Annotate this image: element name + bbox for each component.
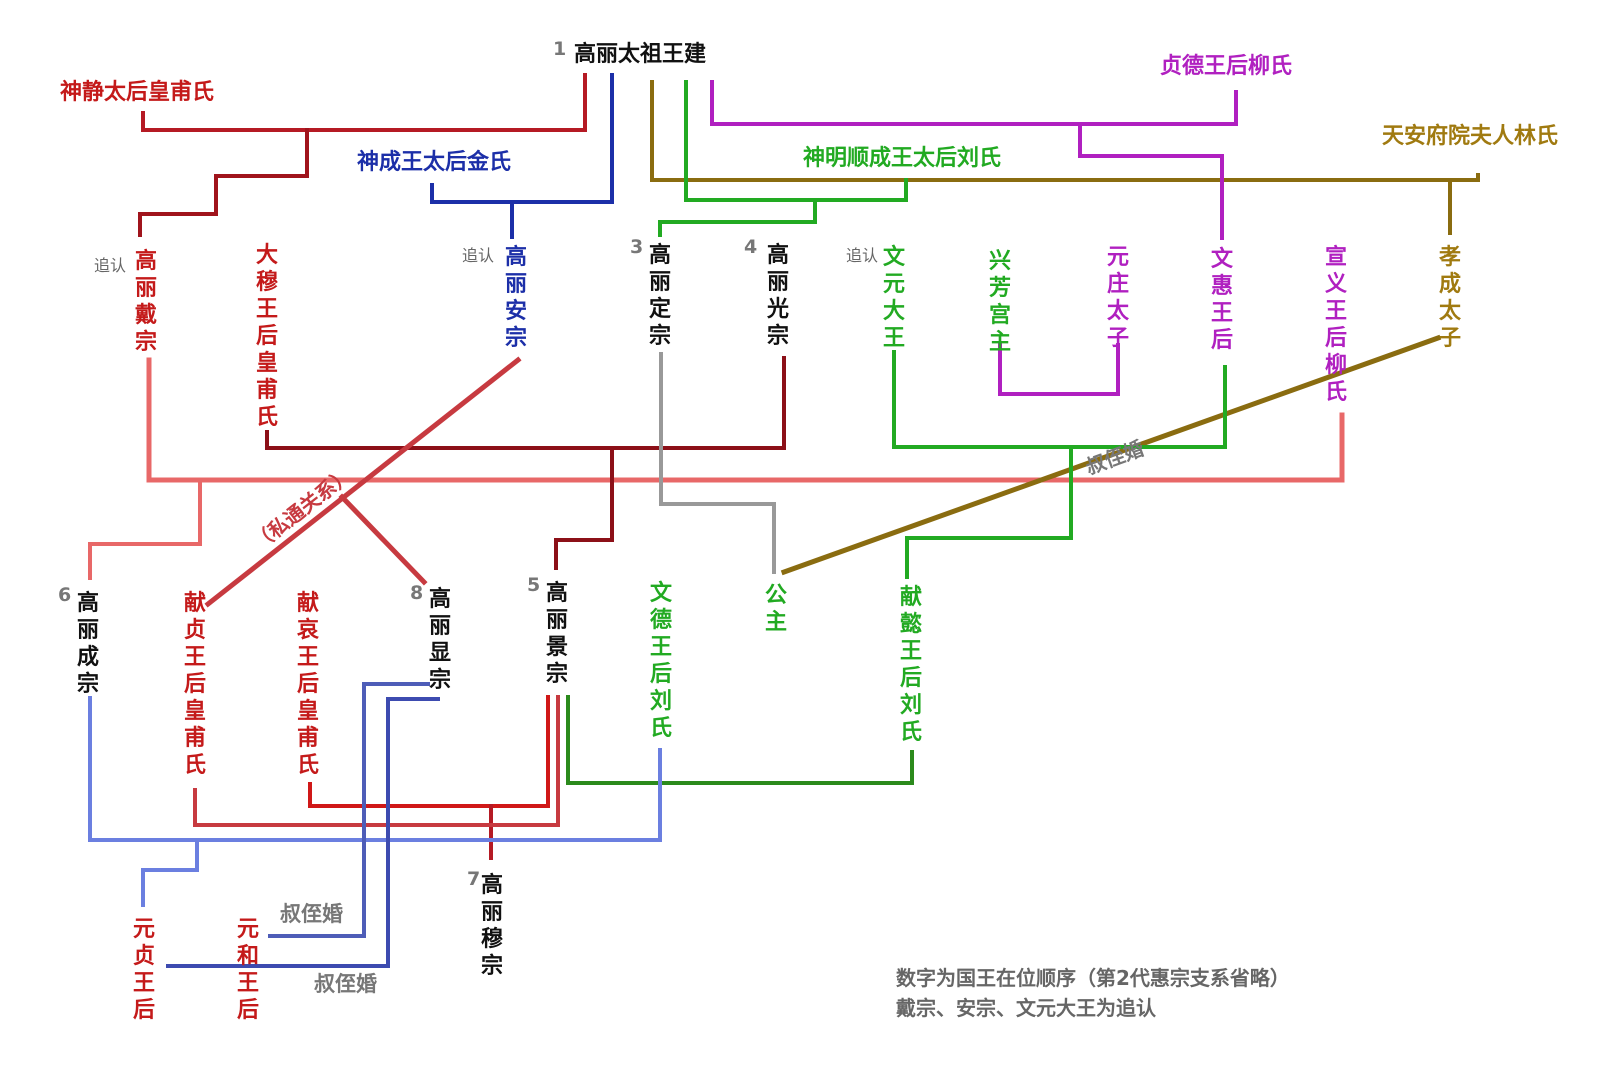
shencheng-marriage-line [430, 73, 614, 204]
uncle-niece-tag-yuanhe: 叔侄婚 [280, 902, 343, 926]
reign-number-taizu: 1 [553, 38, 567, 60]
xiaocheng-gongzhu-line [780, 334, 1442, 576]
footnote-line-2: 戴宗、安宗、文元大王为追认 [896, 996, 1156, 1020]
daizong-label: 高丽戴宗 [134, 249, 157, 355]
xianyi-label: 献懿王后刘氏 [899, 585, 922, 745]
uncle-niece-tag-yuanzhen: 叔侄婚 [314, 972, 377, 996]
jingzong-xianyi-line [566, 695, 914, 785]
wenyuan-label: 文元大王 [882, 245, 905, 351]
reign-number-dingzong: 3 [630, 236, 644, 258]
daizong-xuanyi-line [146, 357, 1345, 483]
jingzong-xianzhen-line [193, 695, 560, 827]
shencheng-label: 神成王太后金氏 [357, 150, 512, 175]
shenming-marriage-line [684, 80, 908, 202]
reign-number-xianzong: 8 [410, 582, 424, 604]
gongzhu-label: 公主 [764, 583, 787, 635]
xuanyi-label: 宣义王后柳氏 [1324, 245, 1347, 405]
chengzong-children-line [141, 838, 199, 907]
jingzong-xianai-line [308, 695, 550, 808]
zhende-children-line [1078, 122, 1224, 240]
anzong-label: 高丽安宗 [504, 245, 527, 351]
reign-number-jingzong: 5 [527, 574, 541, 596]
guangzong-damu-line [265, 356, 786, 450]
yuanhe-label: 元和王后 [236, 917, 259, 1023]
wenhui-label: 文惠王后 [1210, 247, 1233, 353]
zhende-label: 贞德王后柳氏 [1160, 54, 1293, 79]
xianai-label: 献哀王后皇甫氏 [296, 591, 319, 778]
shenming-children-line [658, 198, 817, 237]
daizong-children-line [88, 478, 202, 580]
jingzong-label: 高丽景宗 [545, 581, 568, 687]
xianzhen-label: 献贞王后皇甫氏 [183, 591, 206, 778]
zhuiren-tag-wenyuan: 追认 [846, 246, 879, 265]
guangzong-label: 高丽光宗 [766, 243, 789, 349]
yuanzhuang-label: 元庄太子 [1106, 245, 1129, 351]
private-child-line [338, 493, 428, 586]
reign-number-guangzong: 4 [744, 236, 758, 258]
xianzong-yuanzhen-line [166, 697, 440, 968]
xianzong-yuanhe-line [268, 682, 430, 938]
xianzong-label: 高丽显宗 [428, 587, 451, 693]
xingfang-label: 兴芳宫主 [988, 249, 1011, 355]
reign-number-muzong: 7 [467, 868, 481, 890]
shenjing-marriage-line [141, 73, 587, 132]
shenjing-children-line [138, 128, 309, 237]
wenyuan-child-line [905, 445, 1073, 579]
damu-label: 大穆王后皇甫氏 [255, 243, 278, 430]
dingzong-label: 高丽定宗 [648, 243, 671, 349]
xiaocheng-label: 孝成太子 [1438, 245, 1461, 351]
chengzong-label: 高丽成宗 [76, 591, 99, 697]
zhuiren-tag-anzong: 追认 [462, 246, 495, 265]
wende-label: 文德王后刘氏 [649, 581, 672, 741]
footnote-line-1: 数字为国王在位顺序（第2代惠宗支系省略） [896, 966, 1290, 990]
zhende-marriage-line [710, 80, 1238, 126]
yuanzhen-label: 元贞王后 [132, 917, 155, 1023]
zhuiren-tag-daizong: 追认 [94, 256, 127, 275]
wenyuan-wenhui-line [892, 350, 1227, 449]
anzong-xianzhen-line [204, 356, 522, 608]
tianan-label: 天安府院夫人林氏 [1382, 124, 1559, 149]
muzong-label: 高丽穆宗 [480, 873, 503, 979]
chengzong-wende-line [88, 696, 662, 842]
dingzong-gongzhu-line [659, 352, 776, 574]
tianan-marriage-line [650, 80, 1480, 182]
shenjing-label: 神静太后皇甫氏 [60, 80, 215, 105]
shenming-label: 神明顺成王太后刘氏 [803, 146, 1002, 171]
reign-number-chengzong: 6 [58, 584, 72, 606]
taizu-label: 高丽太祖王建 [574, 42, 707, 67]
guangzong-children-line [554, 446, 614, 570]
xingfang-yuanzhuang-line [998, 343, 1120, 396]
